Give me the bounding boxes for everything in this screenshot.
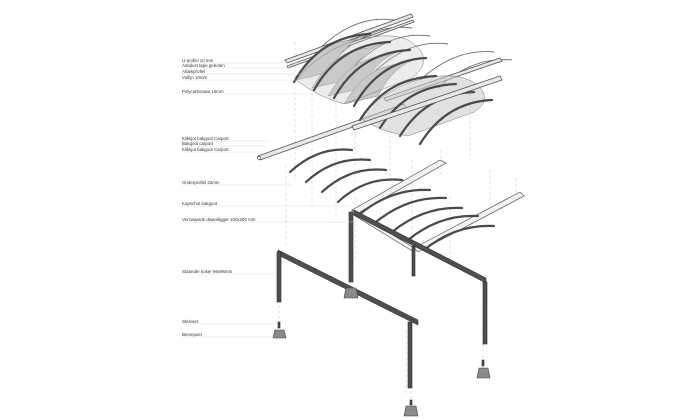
label-polycarbonaat: Polycarbonaat 10mm (182, 89, 224, 94)
label-afdekprofiel: Afdekprofiel (182, 69, 205, 74)
label-betonpoer: Betonpoer (182, 332, 203, 337)
leader-lines (182, 62, 356, 338)
label-bakgoot-carport: Bakgoot carport (182, 141, 214, 146)
label-onderprofiel: Onderprofiel 22mm (182, 180, 220, 185)
label-stelvoet: Stelvoet (182, 319, 199, 324)
posts (276, 211, 488, 389)
label-staander-koker: Staander koker 96x96mm (182, 269, 233, 274)
label-klikkjot-bakgoot-1: Klikkjot bakgoot Carport (182, 136, 229, 141)
label-klikkjot-bakgoot-2: Klikkjot bakgoot Carport (182, 147, 229, 152)
upper-roof-left (257, 13, 449, 161)
label-vulfijn: Vulfijn 10mm (182, 75, 208, 80)
label-kopschot-bakgoot: Kopschot bakgoot (182, 201, 218, 206)
label-antidust-tape: Antidust tape geboten (182, 63, 225, 68)
feet-and-bases (272, 287, 491, 417)
part-labels: U-profiel 10 mm Antidust tape geboten Af… (182, 58, 256, 337)
label-u-profiel: U-profiel 10 mm (182, 58, 214, 63)
label-dwarsligger: Verzwaarde dwarsligger 100x200 mm (182, 217, 256, 222)
gutter-frame (351, 159, 525, 253)
lower-arches-left (288, 148, 404, 204)
upper-roof-right (351, 51, 513, 146)
